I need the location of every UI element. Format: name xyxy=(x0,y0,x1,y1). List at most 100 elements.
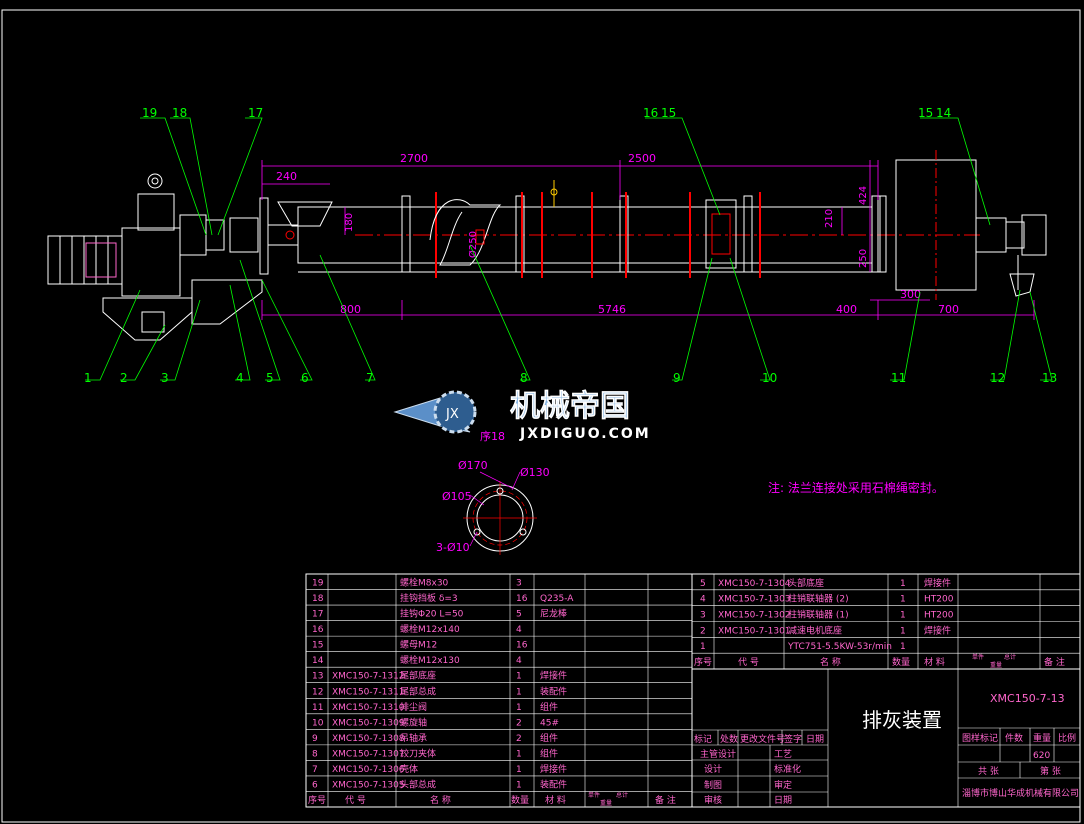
bom-left-name: 尾部总成 xyxy=(400,685,436,697)
sheet-no: 第 张 xyxy=(1040,765,1061,777)
dimension-lines xyxy=(261,160,1035,320)
bom-right-h-remark: 备 注 xyxy=(1044,656,1065,668)
dim-240: 240 xyxy=(276,170,297,183)
bom-left-h-mat: 材 料 xyxy=(545,794,566,806)
bom-left-qty: 1 xyxy=(516,703,522,713)
rev-h0: 标记 xyxy=(694,733,712,745)
bom-right-no: 4 xyxy=(700,595,706,605)
leader-lines xyxy=(85,117,1053,381)
bom-left-mat: 焊接件 xyxy=(540,670,567,682)
bom-left-name: 挂钩Φ20 L=50 xyxy=(400,608,464,620)
bom-left-code: XMC150-7-1305 xyxy=(332,780,405,790)
bom-right-h-code: 代 号 xyxy=(738,657,759,668)
bom-right-no: 3 xyxy=(700,611,706,621)
bom-left-no: 18 xyxy=(312,594,324,604)
callout-1: 1 xyxy=(84,371,92,385)
bom-left-qty: 3 xyxy=(516,579,522,589)
bom-right-mat: HT200 xyxy=(924,595,954,605)
bom-left-qty: 2 xyxy=(516,718,522,728)
role-date: 日期 xyxy=(774,795,792,806)
bom-left-h-qty: 数量 xyxy=(511,794,529,806)
bom-left-h-weight: 重量 xyxy=(600,799,612,807)
assembly-note: 注: 法兰连接处采用石棉绳密封。 xyxy=(768,480,944,495)
bom-right-h-qty: 数量 xyxy=(892,656,910,668)
bom-left-mat: 45# xyxy=(540,718,559,728)
bom-left-mat: 焊接件 xyxy=(540,763,567,775)
bom-right-h-mat: 材 料 xyxy=(924,656,945,668)
bom-right-code: XMC150-7-1303 xyxy=(718,595,791,605)
svg-text:JX: JX xyxy=(445,407,459,422)
bom-left-qty: 5 xyxy=(516,610,522,620)
bom-left-mat: 组件 xyxy=(540,732,558,744)
role-std: 标准化 xyxy=(774,763,801,775)
bom-left-no: 13 xyxy=(312,672,323,682)
bom-left-qty: 16 xyxy=(516,594,528,604)
callout-12: 12 xyxy=(990,371,1005,385)
dim-250: 250 xyxy=(858,249,869,268)
bom-left-no: 11 xyxy=(312,703,323,713)
inlet-hopper xyxy=(277,201,333,227)
bom-left-name: 螺栓M12x130 xyxy=(400,654,460,666)
reducer xyxy=(121,227,181,297)
dimension-texts: 2700 2500 240 180 210 424 250 Ø250 300 8… xyxy=(276,152,959,316)
bom-left-name: 尾部底座 xyxy=(400,670,436,682)
bom-right-h-no: 序号 xyxy=(694,656,712,668)
scale-label: 比例 xyxy=(1058,732,1076,744)
callout-15-right: 15 xyxy=(918,106,933,120)
bom-left-qty: 1 xyxy=(516,749,522,759)
bom-left-name: 吊轴承 xyxy=(400,732,427,744)
bom-left-name: 螺栓M8x30 xyxy=(400,577,449,589)
bom-left-no: 17 xyxy=(312,610,323,620)
bom-right-name: 柱销联轴器 (1) xyxy=(788,609,849,621)
drawing-title: 排灰装置 xyxy=(862,708,942,732)
role-check: 审核 xyxy=(704,794,722,806)
bom-right-qty: 1 xyxy=(900,579,906,589)
bom-left-no: 6 xyxy=(312,780,318,790)
dim-700: 700 xyxy=(938,303,959,316)
conveyor-assembly xyxy=(47,150,1047,341)
bom-right-code: XMC150-7-1301 xyxy=(718,626,791,636)
flange-d130: Ø130 xyxy=(520,466,550,479)
callout-4: 4 xyxy=(236,371,244,385)
rev-h3: 签字 xyxy=(784,733,802,745)
bom-left-code: XMC150-7-1310 xyxy=(332,703,405,713)
bom-left-no: 12 xyxy=(312,687,323,697)
callout-6: 6 xyxy=(301,371,309,385)
dim-2500: 2500 xyxy=(628,152,656,165)
bom-left-h-w1: 单件 xyxy=(588,791,600,799)
callout-14: 14 xyxy=(936,106,951,120)
bom-right-h-w1: 单件 xyxy=(972,653,984,661)
weight-label: 重量 xyxy=(1033,732,1051,744)
title-block-text: 排灰装置 XMC150-7-13 标记 处数 更改文件号 签字 日期 主管设计 … xyxy=(694,692,1079,806)
callout-2: 2 xyxy=(120,371,128,385)
bom-left-code: XMC150-7-1308 xyxy=(332,734,405,744)
bom-left-h-no: 序号 xyxy=(308,794,326,806)
bom-left-mat: 装配件 xyxy=(540,685,567,697)
bom-left-name: 螺旋轴 xyxy=(400,716,427,728)
lifting-eye xyxy=(147,173,163,189)
callout-16: 16 xyxy=(643,106,658,120)
bom-right-qty: 1 xyxy=(900,626,906,636)
tech-b: 工艺 xyxy=(774,749,792,760)
bom-left-mat: Q235-A xyxy=(540,594,574,604)
dim-800: 800 xyxy=(340,303,361,316)
flange-detail: 序18 Ø170 Ø130 Ø105 3-Ø10 xyxy=(436,429,550,555)
dim-2700: 2700 xyxy=(400,152,428,165)
bom-right-mat: 焊接件 xyxy=(924,624,951,636)
gear-icon xyxy=(433,390,477,434)
bom-left-qty: 2 xyxy=(516,734,522,744)
watermark-cn: 机械帝国 xyxy=(510,389,630,424)
rev-h4: 日期 xyxy=(806,734,824,745)
dim-180: 180 xyxy=(344,213,355,232)
flange-label: 序18 xyxy=(480,429,505,443)
bom-left-h-w2: 总计 xyxy=(616,791,628,799)
bom-left-no: 14 xyxy=(312,656,324,666)
bom-left-no: 10 xyxy=(312,718,324,728)
bom-left-h-name: 名 称 xyxy=(430,794,451,806)
bom-left-h-remark: 备 注 xyxy=(655,794,676,806)
callout-8: 8 xyxy=(520,371,528,385)
dim-phi250: Ø250 xyxy=(467,231,479,258)
bom-right-no: 5 xyxy=(700,579,706,589)
bom-left-mat: 组件 xyxy=(540,747,558,759)
bom-left-no: 9 xyxy=(312,734,318,744)
